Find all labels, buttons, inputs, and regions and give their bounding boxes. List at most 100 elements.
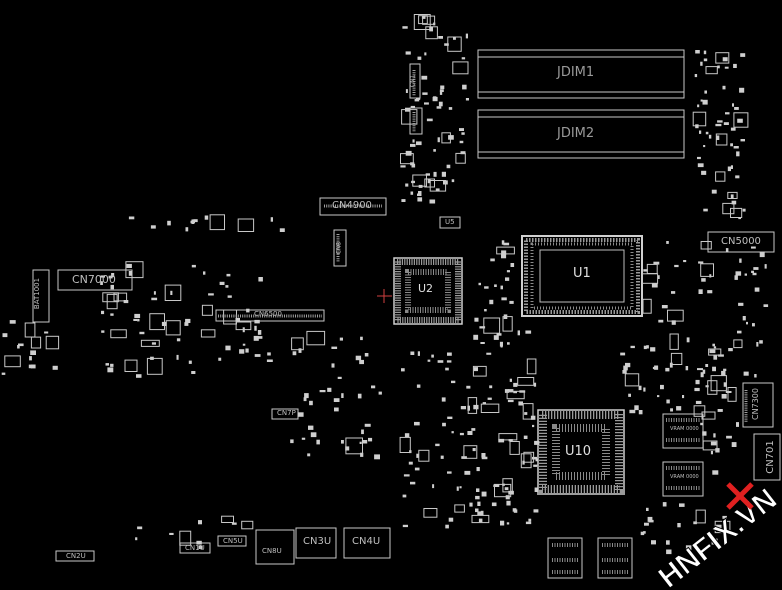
smd-component	[257, 336, 263, 339]
smd-component	[701, 170, 707, 175]
smd-component	[532, 424, 535, 428]
smd-component	[436, 106, 442, 109]
smd-component	[467, 405, 470, 411]
smd-component	[402, 494, 407, 498]
smd-component	[462, 84, 467, 90]
smd-component	[677, 523, 681, 528]
smd-component	[625, 362, 631, 368]
smd-component	[682, 395, 685, 399]
smd-component	[712, 366, 716, 372]
smd-component	[359, 359, 364, 365]
smd-component	[245, 348, 249, 353]
smd-component	[221, 515, 235, 524]
smd-component	[410, 481, 416, 485]
u5-label: U5	[445, 218, 455, 226]
smd-component	[494, 483, 512, 498]
smd-component	[671, 320, 676, 325]
smd-component	[253, 335, 259, 341]
smd-component	[708, 348, 722, 356]
smd-component	[711, 189, 717, 194]
smd-component	[666, 241, 669, 244]
smd-component	[717, 120, 723, 123]
smd-component	[698, 289, 703, 294]
smd-component	[198, 545, 203, 549]
smd-component	[743, 371, 749, 376]
smd-component	[360, 336, 363, 341]
smd-component	[410, 191, 414, 195]
smd-component	[140, 339, 160, 347]
smd-component	[422, 15, 436, 25]
smd-component	[734, 107, 739, 110]
smd-component	[702, 431, 707, 436]
smd-component	[402, 26, 408, 29]
smd-component	[185, 318, 191, 323]
smd-component	[110, 329, 127, 339]
smd-component	[4, 355, 21, 368]
jdim1-label: JDIM1	[557, 65, 595, 80]
smd-component	[754, 287, 760, 292]
smd-component	[711, 540, 717, 545]
smd-component	[525, 330, 532, 334]
smd-component	[439, 90, 443, 95]
smd-component	[476, 488, 480, 492]
smd-component	[454, 504, 465, 513]
smd-component	[643, 269, 648, 272]
smd-component	[476, 467, 480, 472]
smd-component	[475, 508, 479, 513]
smd-component	[737, 118, 743, 123]
smd-component	[467, 431, 473, 435]
smd-component	[426, 118, 433, 122]
smd-component	[345, 446, 350, 451]
smd-component	[702, 99, 708, 105]
smd-component	[646, 263, 658, 274]
smd-component	[225, 285, 229, 288]
cn4u-footprint	[343, 527, 391, 559]
smd-component	[412, 139, 415, 143]
smd-component	[474, 317, 479, 322]
smd-component	[742, 316, 746, 321]
smd-component	[653, 261, 660, 265]
smd-component	[432, 484, 435, 489]
smd-component	[304, 393, 309, 399]
smd-component	[700, 241, 712, 250]
smd-component	[507, 342, 510, 345]
smd-component	[357, 393, 362, 399]
smd-component	[491, 502, 497, 507]
smd-component	[643, 387, 646, 392]
smd-component	[490, 258, 495, 262]
smd-component	[456, 486, 459, 491]
smd-component	[759, 340, 763, 344]
smd-component	[670, 352, 683, 365]
smd-component	[715, 52, 730, 64]
smd-component	[448, 107, 453, 110]
smd-component	[452, 61, 469, 75]
smd-component	[646, 507, 649, 511]
smd-component	[218, 357, 222, 361]
smd-component	[146, 357, 163, 375]
smd-component	[534, 440, 540, 445]
smd-component	[425, 173, 430, 176]
smd-component	[412, 174, 427, 187]
smd-component	[235, 317, 240, 322]
smd-component	[486, 352, 492, 355]
smd-component	[479, 326, 486, 329]
smd-component	[533, 509, 539, 513]
smd-component	[701, 278, 706, 282]
smd-component	[102, 292, 119, 303]
smd-component	[134, 313, 141, 318]
u5-footprint	[439, 216, 461, 229]
smd-component	[731, 442, 737, 447]
smd-component	[359, 441, 362, 444]
smd-component	[453, 36, 456, 40]
smd-component	[669, 333, 679, 350]
smd-component	[17, 345, 20, 349]
smd-component	[498, 438, 505, 443]
smd-component	[432, 96, 438, 102]
cn3u-footprint	[295, 527, 337, 559]
jdim2-label: JDIM2	[557, 126, 595, 141]
smd-component	[733, 339, 743, 349]
smd-component	[176, 354, 179, 360]
smd-component	[489, 385, 493, 389]
smd-component	[703, 208, 708, 212]
